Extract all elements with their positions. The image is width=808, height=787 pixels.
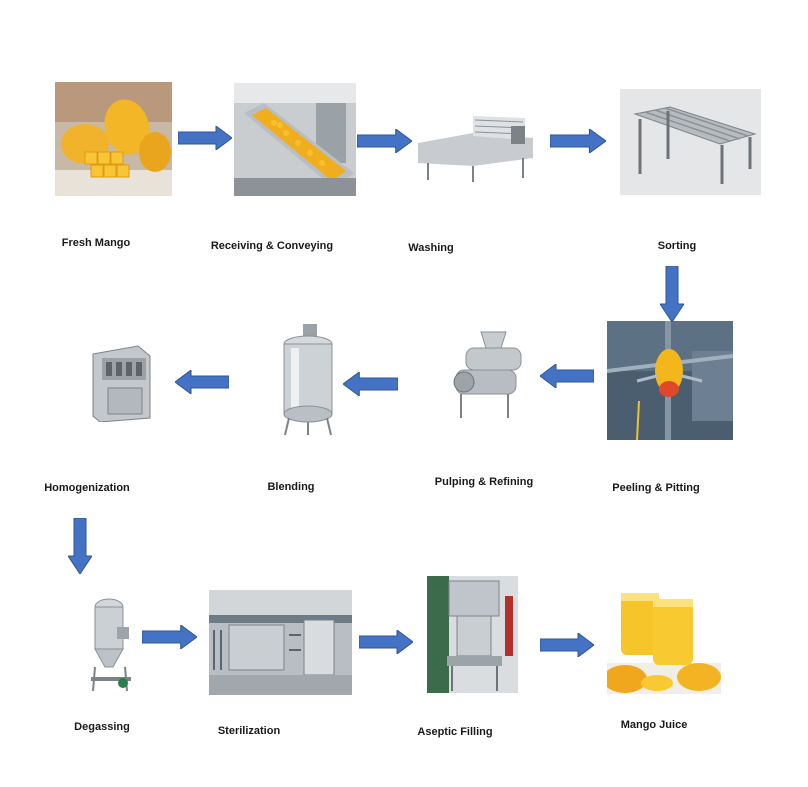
step-label-aseptic-filling: Aseptic Filling [417, 726, 493, 738]
arrow-right-icon [550, 129, 606, 153]
arrow-right-icon [178, 126, 232, 150]
sterilization-image [209, 590, 352, 695]
step-label-blending: Blending [267, 481, 315, 493]
degassing-image [87, 597, 134, 693]
pulping-refining-image [446, 330, 528, 422]
step-label-receiving-conveying: Receiving & Conveying [210, 240, 334, 252]
arrow-left-icon [540, 364, 594, 388]
arrow-left-icon [175, 370, 229, 394]
homogenization-image [88, 336, 153, 422]
peeling-pitting-image [607, 321, 733, 440]
step-label-fresh-mango: Fresh Mango [61, 237, 131, 249]
arrow-right-icon [357, 129, 412, 153]
mango-juice-image [607, 585, 721, 694]
fresh-mango-image [55, 82, 172, 196]
arrow-down-icon [68, 518, 92, 574]
washing-image [413, 108, 538, 185]
step-label-washing: Washing [408, 242, 454, 254]
aseptic-filling-image [427, 576, 518, 693]
blending-image [279, 322, 337, 437]
step-label-degassing: Degassing [74, 721, 130, 733]
arrow-right-icon [142, 625, 197, 649]
arrow-right-icon [359, 630, 413, 654]
arrow-left-icon [343, 372, 398, 396]
sorting-image [620, 89, 761, 195]
step-label-sterilization: Sterilization [217, 725, 281, 737]
step-label-pulping-refining: Pulping & Refining [434, 476, 534, 488]
arrow-down-icon [660, 266, 684, 322]
step-label-mango-juice: Mango Juice [620, 719, 688, 731]
step-label-sorting: Sorting [657, 240, 697, 252]
step-label-peeling-pitting: Peeling & Pitting [612, 482, 700, 494]
arrow-right-icon [540, 633, 594, 657]
step-label-homogenization: Homogenization [44, 482, 130, 494]
receiving-conveying-image [234, 83, 356, 196]
